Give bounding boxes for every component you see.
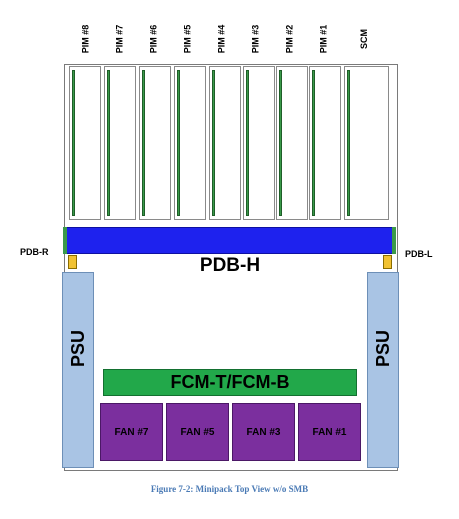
pdb-h-label: PDB-H [199, 255, 261, 276]
slot-label-text: PIM #3 [250, 24, 261, 54]
slot-label-text: PIM #5 [182, 24, 193, 54]
slot-label-pim-2: PIM #2 [282, 12, 296, 66]
connector-strip [347, 70, 350, 216]
fan-1: FAN #1 [298, 403, 361, 461]
pdb-r-label: PDB-R [20, 247, 49, 257]
connector-strip [107, 70, 110, 216]
slot-label-text: PIM #2 [284, 24, 295, 54]
slot-pim-5 [174, 66, 206, 220]
pdb-right-edge-connector [392, 227, 396, 254]
psu-left: PSU [62, 272, 94, 468]
slot-label-text: PIM #4 [216, 24, 227, 54]
slot-label-text: PIM #7 [114, 24, 125, 54]
psu-right-label: PSU [372, 329, 393, 367]
slot-label-pim-8: PIM #8 [78, 12, 92, 66]
slot-label-pim-4: PIM #4 [214, 12, 228, 66]
connector-strip [312, 70, 315, 216]
slot-pim-6 [139, 66, 171, 220]
psu-left-label: PSU [67, 329, 88, 367]
connector-strip [212, 70, 215, 216]
pdb-r-connector [68, 255, 77, 269]
fan-3: FAN #3 [232, 403, 295, 461]
slot-scm [344, 66, 389, 220]
psu-right-label-wrap: PSU [368, 329, 398, 366]
connector-strip [279, 70, 282, 216]
slot-pim-7 [104, 66, 136, 220]
fcm-module: FCM-T/FCM-B [103, 369, 357, 396]
figure-caption: Figure 7-2: Minipack Top View w/o SMB [150, 484, 309, 494]
pdb-h-bar [63, 227, 396, 254]
connector-strip [142, 70, 145, 216]
slot-label-pim-1: PIM #1 [316, 12, 330, 66]
pdb-l-label: PDB-L [405, 249, 433, 259]
slot-label-pim-5: PIM #5 [180, 12, 194, 66]
slot-pim-3 [243, 66, 275, 220]
connector-strip [246, 70, 249, 216]
slot-label-pim-6: PIM #6 [146, 12, 160, 66]
connector-strip [72, 70, 75, 216]
pdb-l-connector [383, 255, 392, 269]
connector-strip [177, 70, 180, 216]
fan-5: FAN #5 [166, 403, 229, 461]
slot-label-text: PIM #8 [80, 24, 91, 54]
slot-label-scm: SCM [357, 12, 371, 66]
slot-pim-2 [276, 66, 308, 220]
slot-label-text: PIM #1 [318, 24, 329, 54]
fan-7: FAN #7 [100, 403, 163, 461]
slot-pim-4 [209, 66, 241, 220]
slot-label-pim-3: PIM #3 [248, 12, 262, 66]
slot-label-pim-7: PIM #7 [112, 12, 126, 66]
pdb-left-edge-connector [63, 227, 67, 254]
slot-label-text: PIM #6 [148, 24, 159, 54]
psu-left-label-wrap: PSU [63, 329, 93, 366]
slot-pim-1 [309, 66, 341, 220]
slot-label-text: SCM [359, 29, 369, 49]
psu-right: PSU [367, 272, 399, 468]
slot-pim-8 [69, 66, 101, 220]
